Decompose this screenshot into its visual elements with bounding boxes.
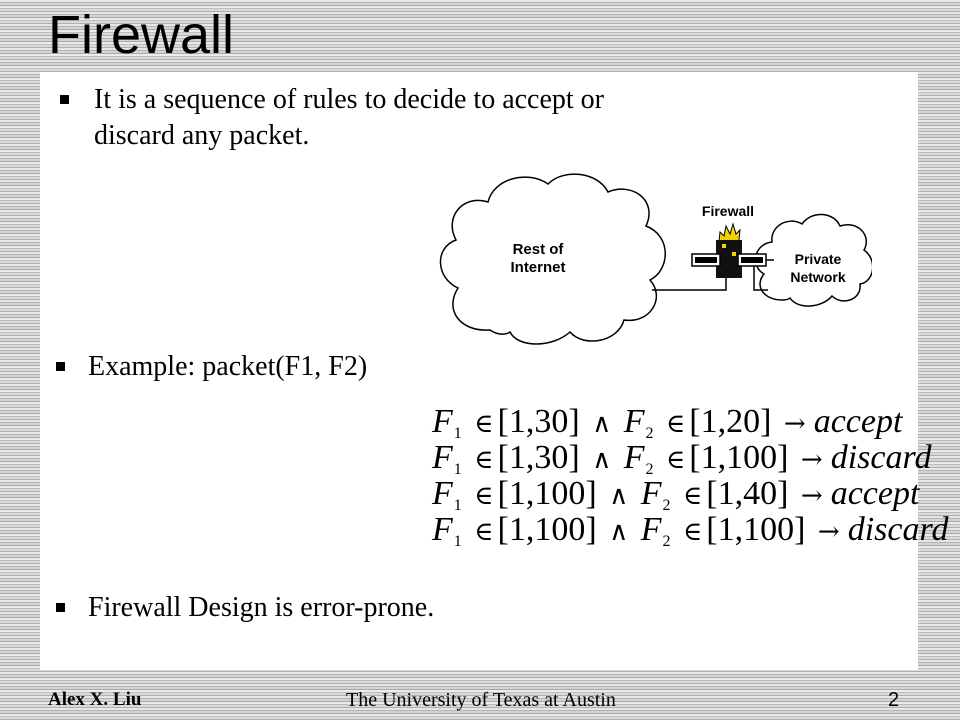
rule-list: F1 ∈[1,30] ∧ F2 ∈[1,20] →accept F1 ∈[1,3…	[432, 403, 948, 551]
field-subscript: 1	[453, 425, 462, 442]
rule-action: accept	[830, 475, 920, 512]
bullet-text: Example: packet(F1, F2)	[88, 351, 368, 382]
network-diagram: Rest of Internet Private Network Firewal…	[439, 173, 872, 345]
field-var: F	[623, 439, 645, 476]
footer-author: Alex X. Liu	[48, 689, 142, 710]
field-subscript: 1	[453, 497, 462, 514]
private-label-line2: Network	[790, 269, 845, 285]
slide-title: Firewall	[48, 5, 235, 65]
element-of-symbol: ∈	[666, 445, 686, 475]
field-subscript: 1	[453, 461, 462, 478]
field-range: [1,100]	[497, 475, 597, 512]
field-var: F	[432, 511, 453, 548]
firewall-icon	[716, 222, 742, 278]
element-of-symbol: ∈	[474, 517, 494, 547]
firewall-label: Firewall	[702, 203, 754, 219]
arrow-symbol: →	[817, 517, 840, 547]
bullet-text: It is a sequence of rules to decide to a…	[94, 84, 605, 151]
field-var: F	[432, 403, 453, 440]
field-range: [1,100]	[497, 511, 597, 548]
router-right-icon	[737, 253, 767, 267]
field-var: F	[432, 439, 453, 476]
logical-and-symbol: ∧	[609, 481, 629, 511]
rule-action: discard	[847, 511, 949, 548]
element-of-symbol: ∈	[474, 481, 494, 511]
field-range: [1,100]	[689, 439, 789, 476]
arrow-symbol: →	[783, 409, 806, 439]
field-subscript: 2	[662, 533, 671, 550]
square-bullet-icon	[60, 95, 69, 104]
element-of-symbol: ∈	[474, 445, 494, 475]
element-of-symbol: ∈	[474, 409, 494, 439]
field-subscript: 2	[645, 461, 654, 478]
bullet-design-note: Firewall Design is error-prone.	[56, 590, 616, 626]
rule-row: F1 ∈[1,30] ∧ F2 ∈[1,20] →accept	[432, 403, 912, 443]
internet-cloud-shape	[439, 173, 666, 345]
field-range: [1,20]	[689, 403, 772, 440]
field-var: F	[432, 475, 453, 512]
field-range: [1,40]	[706, 475, 789, 512]
element-of-symbol: ∈	[683, 517, 703, 547]
square-bullet-icon	[56, 362, 65, 371]
element-of-symbol: ∈	[666, 409, 686, 439]
field-subscript: 2	[645, 425, 654, 442]
slide-footer: Alex X. Liu The University of Texas at A…	[0, 684, 960, 720]
field-range: [1,100]	[706, 511, 806, 548]
bullet-example: Example: packet(F1, F2)	[56, 349, 616, 385]
rule-action: accept	[813, 403, 903, 440]
rule-row: F1 ∈[1,100] ∧ F2 ∈[1,100] →discard	[432, 511, 948, 551]
internet-label-line2: Internet	[510, 259, 565, 276]
rule-row: F1 ∈[1,30] ∧ F2 ∈[1,100] →discard	[432, 439, 931, 479]
slide-content-panel: It is a sequence of rules to decide to a…	[40, 72, 948, 670]
rule-action: discard	[830, 439, 932, 476]
internet-label-line1: Rest of	[513, 241, 565, 258]
element-of-symbol: ∈	[683, 481, 703, 511]
field-var: F	[640, 511, 662, 548]
field-var: F	[640, 475, 662, 512]
logical-and-symbol: ∧	[609, 517, 629, 547]
field-subscript: 1	[453, 533, 462, 550]
field-range: [1,30]	[497, 439, 580, 476]
arrow-symbol: →	[800, 445, 823, 475]
field-range: [1,30]	[497, 403, 580, 440]
logical-and-symbol: ∧	[592, 445, 612, 475]
logical-and-symbol: ∧	[592, 409, 612, 439]
footer-university: The University of Texas at Austin	[346, 689, 616, 711]
private-label-line1: Private	[795, 251, 842, 267]
page-number: 2	[888, 689, 900, 711]
bullet-definition: It is a sequence of rules to decide to a…	[60, 82, 620, 154]
square-bullet-icon	[56, 603, 65, 612]
router-left-icon	[691, 253, 721, 267]
field-subscript: 2	[662, 497, 671, 514]
link-internet-router	[652, 278, 727, 291]
bullet-text: Firewall Design is error-prone.	[88, 592, 435, 623]
arrow-symbol: →	[800, 481, 823, 511]
link-router-private	[753, 266, 768, 291]
field-var: F	[623, 403, 645, 440]
rule-row: F1 ∈[1,100] ∧ F2 ∈[1,40] →accept	[432, 475, 919, 515]
